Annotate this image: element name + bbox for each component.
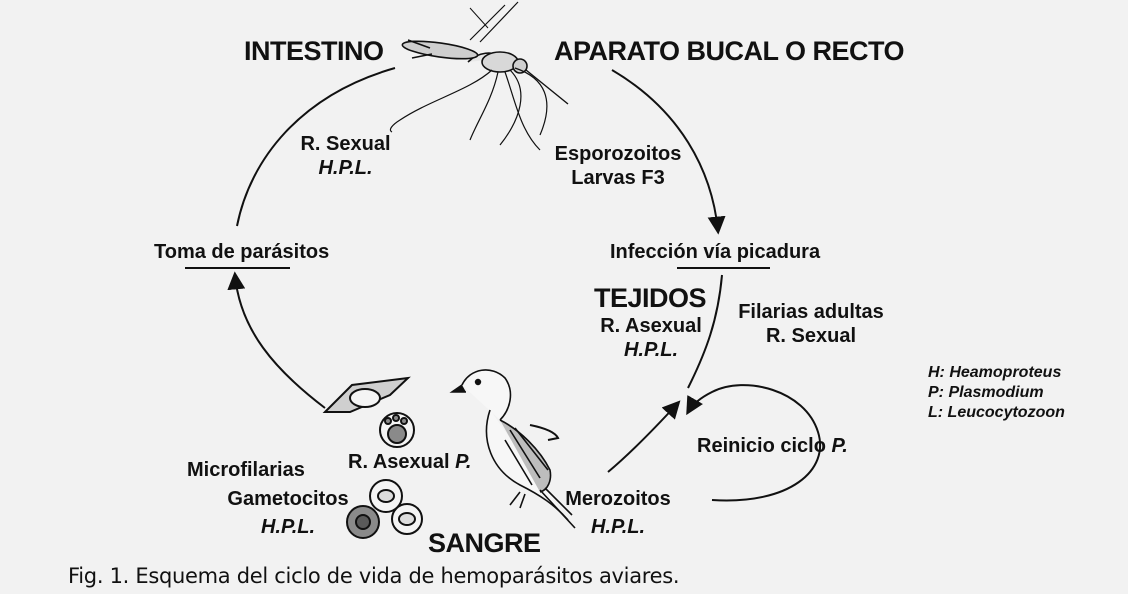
label-sangre: SANGRE [428,528,541,558]
label-tejidos: TEJIDOS [594,283,707,313]
label-esporozoitos: Esporozoitos Larvas F3 [554,143,682,189]
legend: H: Heamoproteus P: Plasmodium L: Leucocy… [928,363,1065,423]
arc-aparato-to-infeccion [611,69,726,235]
label-toma-de-parasitos: Toma de parásitos [154,241,330,263]
label-filarias: Filarias adultas R. Sexual [738,301,884,347]
label-infeccion: Infección vía picadura [610,241,821,263]
arc-merozoitos-to-tejidos [607,400,681,473]
label-r-asexual-tejidos: R. Asexual H.P.L. [600,315,702,361]
legend-item-p: P: Plasmodium [928,384,1044,401]
arc-sangre-to-toma [227,271,326,409]
blood-cell-illustrations [322,376,423,539]
label-r-asexual-p: R. Asexual P. [348,451,472,473]
legend-item-h: H: Heamoproteus [928,364,1062,381]
label-microfilarias: Microfilarias [187,459,305,481]
reinicio-loop [686,384,821,502]
label-merozoitos: Merozoitos H.P.L. [565,488,671,538]
label-intestino: INTESTINO [244,36,384,66]
label-r-sexual-top: R. Sexual H.P.L. [300,133,391,179]
label-gametocitos: Gametocitos H.P.L. [227,488,349,538]
legend-item-l: L: Leucocytozoon [928,404,1065,421]
label-aparato-bucal: APARATO BUCAL O RECTO [554,36,905,66]
figure-caption: Fig. 1. Esquema del ciclo de vida de hem… [68,564,680,588]
arc-intestino-to-toma [236,67,396,227]
mosquito-illustration [389,1,569,151]
bird-illustration [449,369,576,529]
arc-tejidos-down [687,274,723,389]
label-reinicio-ciclo: Reinicio ciclo P. [697,435,848,457]
